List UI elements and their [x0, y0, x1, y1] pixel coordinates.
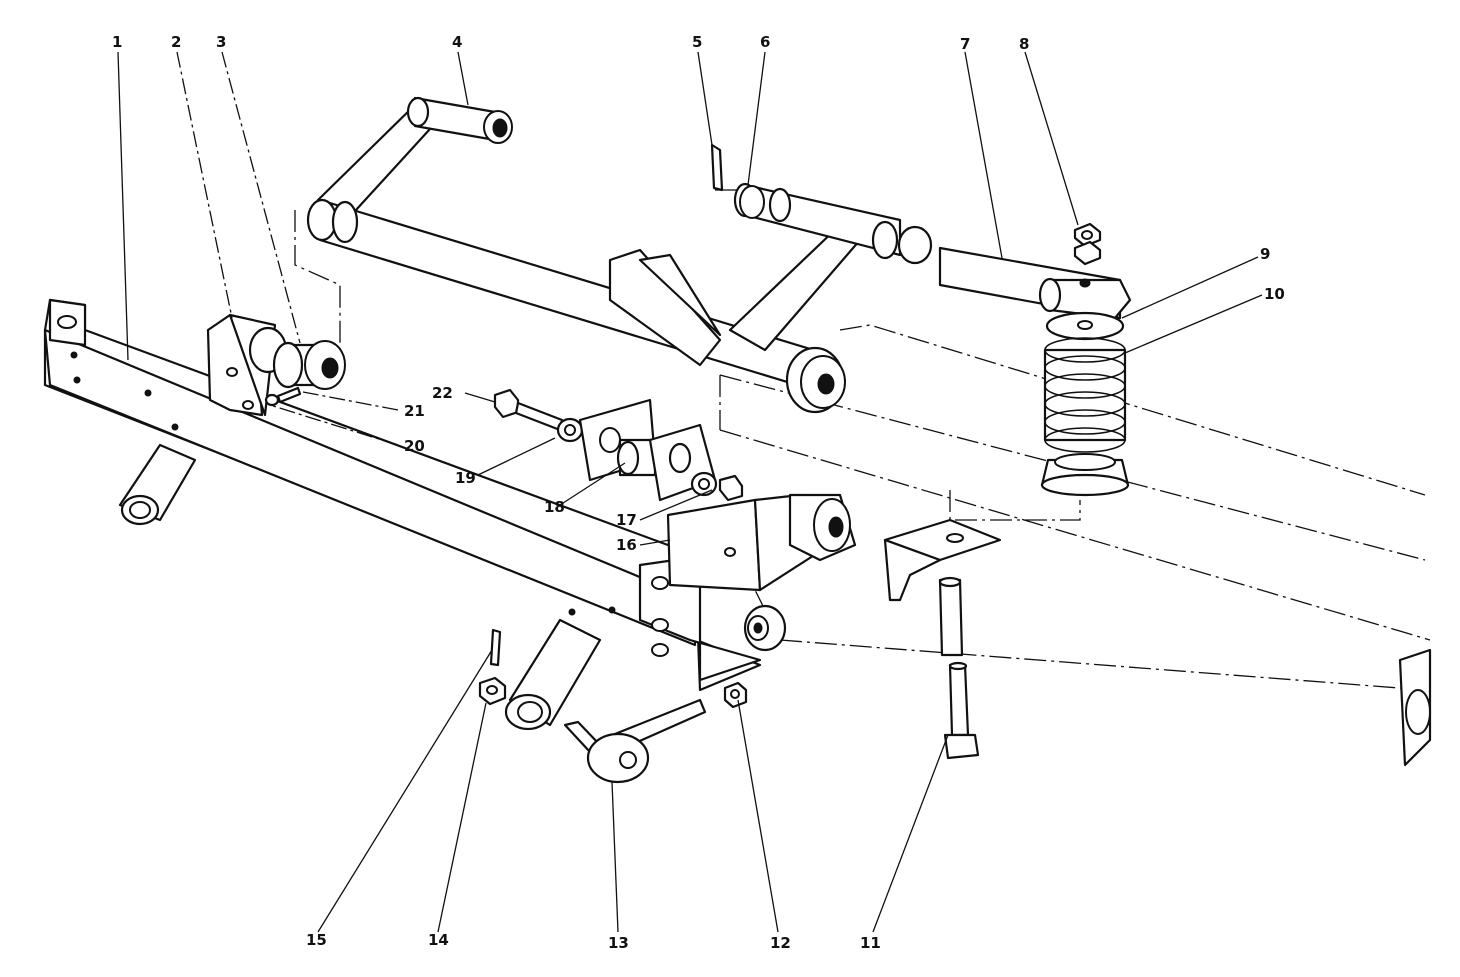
- callout-11: 11: [860, 934, 881, 952]
- split-pin: [710, 143, 724, 192]
- upper-arm-rear: [316, 96, 513, 224]
- lower-link-front: [504, 618, 602, 731]
- coil-spring: [1040, 337, 1130, 497]
- castle-nut: [478, 676, 507, 706]
- callout-numbers: 1 2 3 4 5 6 7 8 9 10 11 12 13 14 15 16 1…: [112, 33, 1285, 952]
- callout-18: 18: [544, 498, 565, 516]
- upper-arm-main-tube: [306, 198, 862, 414]
- callout-7: 7: [960, 35, 970, 53]
- nut-stack: [1073, 222, 1102, 266]
- small-screw: [264, 386, 302, 407]
- nut-12: [723, 681, 748, 709]
- upper-arm-front-tube: [733, 182, 1132, 320]
- callout-19: 19: [455, 469, 476, 487]
- callout-13: 13: [608, 934, 629, 952]
- front-bracket-plates: [578, 398, 717, 502]
- callout-17: 17: [616, 511, 637, 529]
- lower-arm-bush: [743, 604, 787, 652]
- callout-16: 16: [616, 536, 637, 554]
- lower-link-rear: [118, 443, 197, 526]
- callout-15: 15: [306, 931, 327, 949]
- spring-plate: [1045, 311, 1125, 341]
- swivel-mount: [883, 518, 1002, 657]
- bolt-22: [493, 388, 584, 443]
- split-pin-15: [489, 628, 502, 667]
- washer-nut-17: [690, 471, 744, 502]
- callout-3: 3: [216, 33, 226, 51]
- callout-12: 12: [770, 934, 791, 952]
- frame-tube: [1398, 648, 1432, 767]
- callout-22: 22: [432, 384, 453, 402]
- callout-21: 21: [404, 402, 425, 420]
- callout-5: 5: [692, 33, 702, 51]
- callout-8: 8: [1019, 35, 1029, 53]
- callout-10: 10: [1264, 285, 1285, 303]
- leader-lines: [117, 51, 1263, 933]
- callout-20: 20: [404, 437, 425, 455]
- callout-1: 1: [112, 33, 122, 51]
- callout-4: 4: [452, 33, 462, 51]
- rear-bracket: [206, 313, 346, 417]
- callout-14: 14: [428, 931, 449, 949]
- callout-9: 9: [1260, 245, 1270, 263]
- callout-2: 2: [171, 33, 181, 51]
- bolt-11: [943, 661, 980, 760]
- track-rod-end: [563, 698, 707, 784]
- callout-6: 6: [760, 33, 770, 51]
- front-bush-bracket: [666, 493, 857, 592]
